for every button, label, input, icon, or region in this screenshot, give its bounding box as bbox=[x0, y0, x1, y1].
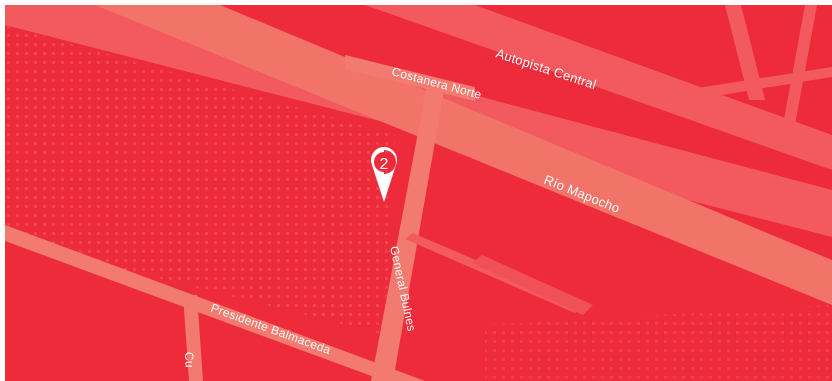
map-canvas: Autopista Central Costanera Norte Río Ma… bbox=[5, 5, 832, 381]
city-blocks-south bbox=[485, 305, 832, 381]
east-building bbox=[472, 255, 593, 315]
river-mapocho bbox=[95, 5, 832, 305]
map-view[interactable]: Autopista Central Costanera Norte Río Ma… bbox=[5, 5, 832, 381]
ne-street-2 bbox=[783, 5, 817, 125]
label-cumming: Cu bbox=[182, 352, 197, 368]
autopista-north-band bbox=[365, 5, 832, 170]
cumming-road bbox=[183, 295, 203, 381]
ne-street-3 bbox=[685, 67, 832, 101]
map-pin-inner bbox=[374, 152, 394, 172]
map-pin-icon[interactable]: 2 bbox=[371, 147, 398, 202]
city-blocks-west bbox=[5, 25, 395, 335]
general-bulnes-road bbox=[371, 85, 445, 381]
presidente-balmaceda-road bbox=[5, 225, 425, 381]
map-pin-number: 2 bbox=[380, 156, 389, 173]
ne-street-1 bbox=[725, 5, 765, 100]
